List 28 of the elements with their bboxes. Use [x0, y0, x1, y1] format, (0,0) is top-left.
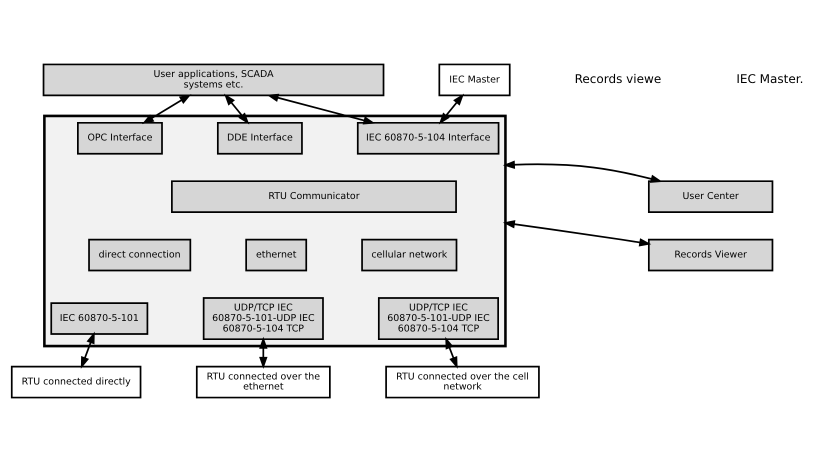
node-box: IEC 60870-5-101 [50, 302, 148, 334]
node-box: DDE Interface [216, 121, 303, 154]
node-box: RTU connected directly [10, 365, 142, 398]
node-box: IEC 60870-5-104 Interface [356, 121, 500, 154]
arrow [445, 336, 458, 368]
node-box: UDP/TCP IEC 60870-5-101-UDP IEC 60870-5-104 TCP [202, 296, 324, 340]
arrow [438, 93, 464, 124]
arrow [259, 336, 268, 368]
node-box: RTU connected over the cell network [385, 365, 540, 398]
arrow [502, 220, 652, 246]
arrow [224, 93, 250, 124]
node-box: User applications, SCADA systems etc. [42, 63, 384, 96]
node-box: RTU connected over the ethernet [196, 365, 331, 398]
label: Records viewe [574, 72, 662, 86]
arrow [266, 93, 376, 124]
node-box: Records Viewer [648, 238, 774, 271]
node-box: direct connection [88, 238, 192, 271]
arrow [502, 160, 663, 182]
label: IEC Master. [736, 72, 804, 86]
node-box: IEC Master [438, 63, 511, 96]
node-box: cellular network [361, 238, 458, 271]
node-box: ethernet [245, 238, 308, 271]
arrow [142, 94, 192, 124]
arrow [80, 331, 95, 368]
node-box: UDP/TCP IEC 60870-5-101-UDP IEC 60870-5-104 TCP [378, 296, 499, 340]
node-box: RTU Communicator [171, 180, 457, 212]
node-box: OPC Interface [77, 121, 163, 154]
node-box: User Center [648, 180, 774, 212]
